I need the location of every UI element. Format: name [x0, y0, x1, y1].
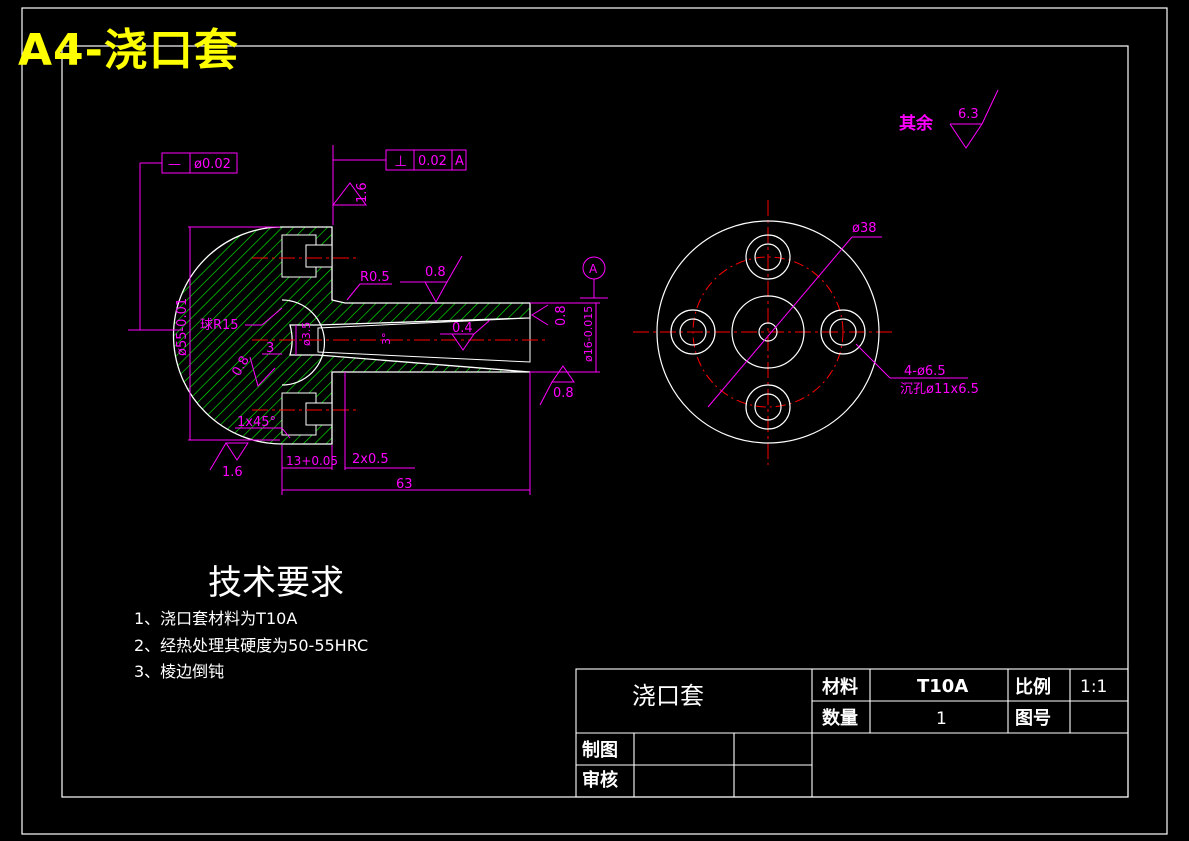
- tech-heading: 技术要求: [208, 563, 344, 603]
- len-63: 63: [396, 477, 413, 492]
- dia-55: ø55-0.01: [175, 298, 190, 356]
- section-hatch: [172, 226, 531, 445]
- sphere-radius: 球R15: [200, 318, 239, 333]
- outer-border: [21, 7, 1168, 835]
- ra-04: 0.4: [452, 321, 473, 336]
- title-block: [575, 668, 1129, 798]
- dia-38: ø38: [852, 221, 877, 236]
- drawing-no-label: 图号: [1015, 708, 1051, 729]
- ra-08-top: 0.8: [425, 265, 446, 280]
- dimension-texts: — ø0.02 ⊥ 0.02 A A 1.6 R0.5 0.8 0.4 0.8 …: [168, 152, 598, 492]
- quantity-label: 数量: [822, 707, 858, 729]
- pitch-circle: [692, 256, 844, 408]
- material-value: T10A: [917, 676, 968, 697]
- hole-bottom: [305, 402, 333, 426]
- straightness-tolerance: ø0.02: [194, 157, 231, 172]
- roughness-rest-value: 6.3: [958, 107, 979, 122]
- ra-16-bottom: 1.6: [222, 465, 243, 480]
- straightness-symbol: —: [168, 157, 181, 172]
- checked-label: 审核: [582, 769, 618, 791]
- perpendicularity-symbol: ⊥: [394, 152, 407, 170]
- dia-16: ø16-0.015: [582, 306, 595, 362]
- groove: 2x0.5: [352, 452, 389, 467]
- holes-spec: 4-ø6.5: [904, 364, 946, 379]
- outer-flange: [656, 220, 880, 444]
- part-name: 浇口套: [632, 682, 704, 710]
- ra-top: 1.6: [355, 182, 370, 203]
- quantity-value: 1: [936, 709, 947, 729]
- datum-letter: A: [589, 262, 598, 276]
- len-13: 13+0.05: [286, 454, 338, 468]
- perpendicularity-tolerance: 0.02: [418, 154, 447, 169]
- drawn-label: 制图: [582, 740, 618, 761]
- hole-top: [305, 244, 333, 268]
- dia-35: ø3.5: [300, 322, 313, 346]
- roughness-rest-label: 其余: [899, 113, 934, 134]
- ra-08-bottom: 0.8: [553, 386, 574, 401]
- scale-label: 比例: [1015, 676, 1051, 698]
- dimensions: [128, 145, 608, 495]
- boss-circle: [731, 295, 805, 369]
- title-block-texts: 浇口套 材料 T10A 比例 1:1 数量 1 图号 制图 审核: [582, 676, 1107, 791]
- scale-value: 1:1: [1080, 677, 1107, 697]
- angle: 3°: [380, 333, 393, 346]
- tech-item-1: 1、浇口套材料为T10A: [134, 609, 297, 628]
- sphere-recess: [281, 299, 326, 386]
- sheet-title: A4-浇口套: [18, 25, 239, 76]
- counterbore-spec: 沉孔ø11x6.5: [900, 382, 979, 397]
- chamfer: 1x45°: [237, 415, 276, 430]
- end-view: ø38 4-ø6.5 沉孔ø11x6.5: [633, 200, 979, 465]
- r05-label: R0.5: [360, 270, 390, 285]
- perpendicularity-datum: A: [455, 154, 464, 169]
- dim-three: 3: [266, 341, 274, 356]
- tech-item-2: 2、经热处理其硬度为50-55HRC: [134, 636, 368, 655]
- tech-requirements: 技术要求 1、浇口套材料为T10A 2、经热处理其硬度为50-55HRC 3、棱…: [134, 563, 368, 681]
- roughness-rest: 其余 6.3: [899, 89, 999, 149]
- ra-08-right: 0.8: [554, 305, 569, 326]
- material-label: 材料: [822, 676, 858, 698]
- section-view: [172, 226, 545, 445]
- bore-circle: [758, 322, 778, 342]
- tech-item-3: 3、棱边倒钝: [134, 662, 224, 681]
